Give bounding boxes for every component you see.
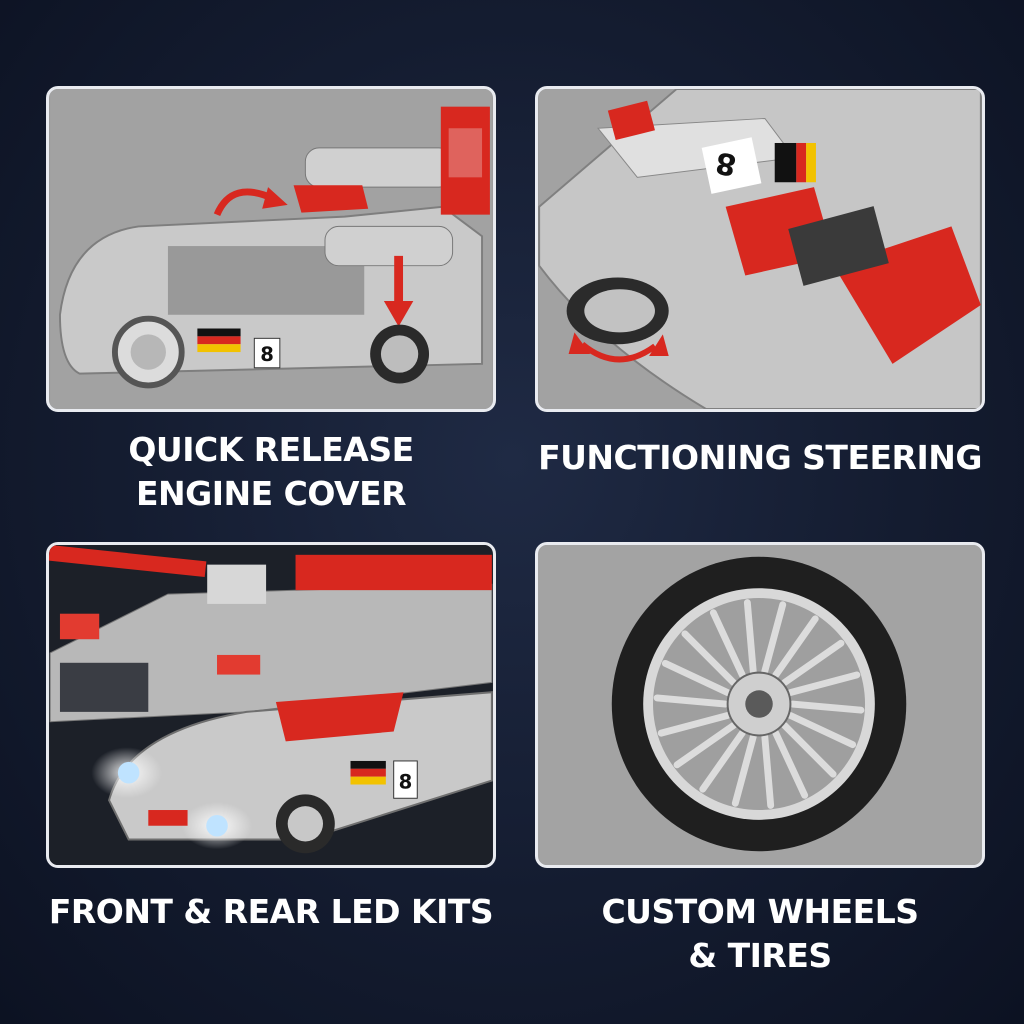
wheel-spoke [772,729,809,799]
caption-line: FUNCTIONING STEERING [538,438,982,477]
feature-caption-wheels: CUSTOM WHEELS & TIRES [530,890,990,978]
wheel-spoke [731,733,757,807]
wheel-spoke [743,599,757,675]
wheel-spoke [761,601,787,675]
wheel-spoke [709,609,746,679]
feature-caption-engine-cover: QUICK RELEASE ENGINE COVER [41,428,501,516]
engine-cover-photo: 8 [46,86,496,412]
wheel-spoke [681,630,737,687]
wheel-spoke [788,700,865,714]
wheel-spoke [673,722,737,769]
wheel-spoke [657,711,732,737]
caption-line: FRONT & REAR LED KITS [48,892,494,931]
led-kits-photo: 8 [46,542,496,868]
steering-photo: 8 [535,86,985,412]
feature-caption-led-kits: FRONT & REAR LED KITS [41,890,501,934]
caption-line: ENGINE COVER [135,474,407,513]
wheel-spoke [661,659,732,697]
wheel-spoke [781,722,837,778]
wheel-spoke [761,733,775,809]
wheel-illustration [539,545,981,865]
caption-line: QUICK RELEASE [128,430,414,469]
wheel-photo [535,542,985,868]
car-number: 8 [260,343,274,366]
feature-caption-steering: FUNCTIONING STEERING [530,436,990,480]
wheel-spoke [781,639,845,687]
car-steering-illustration: 8 [538,89,982,409]
wheel-spoke [699,729,746,793]
wheel-spoke [772,615,819,679]
caption-line: CUSTOM WHEELS [601,892,919,931]
wheel-spoke [653,694,730,708]
wheel-spoke [786,671,861,697]
car-led-illustration: 8 [49,545,493,865]
car-engine-illustration: 8 [50,89,492,409]
car-number: 8 [399,770,413,793]
caption-line: & TIRES [688,936,832,975]
wheel-spoke [786,711,857,749]
